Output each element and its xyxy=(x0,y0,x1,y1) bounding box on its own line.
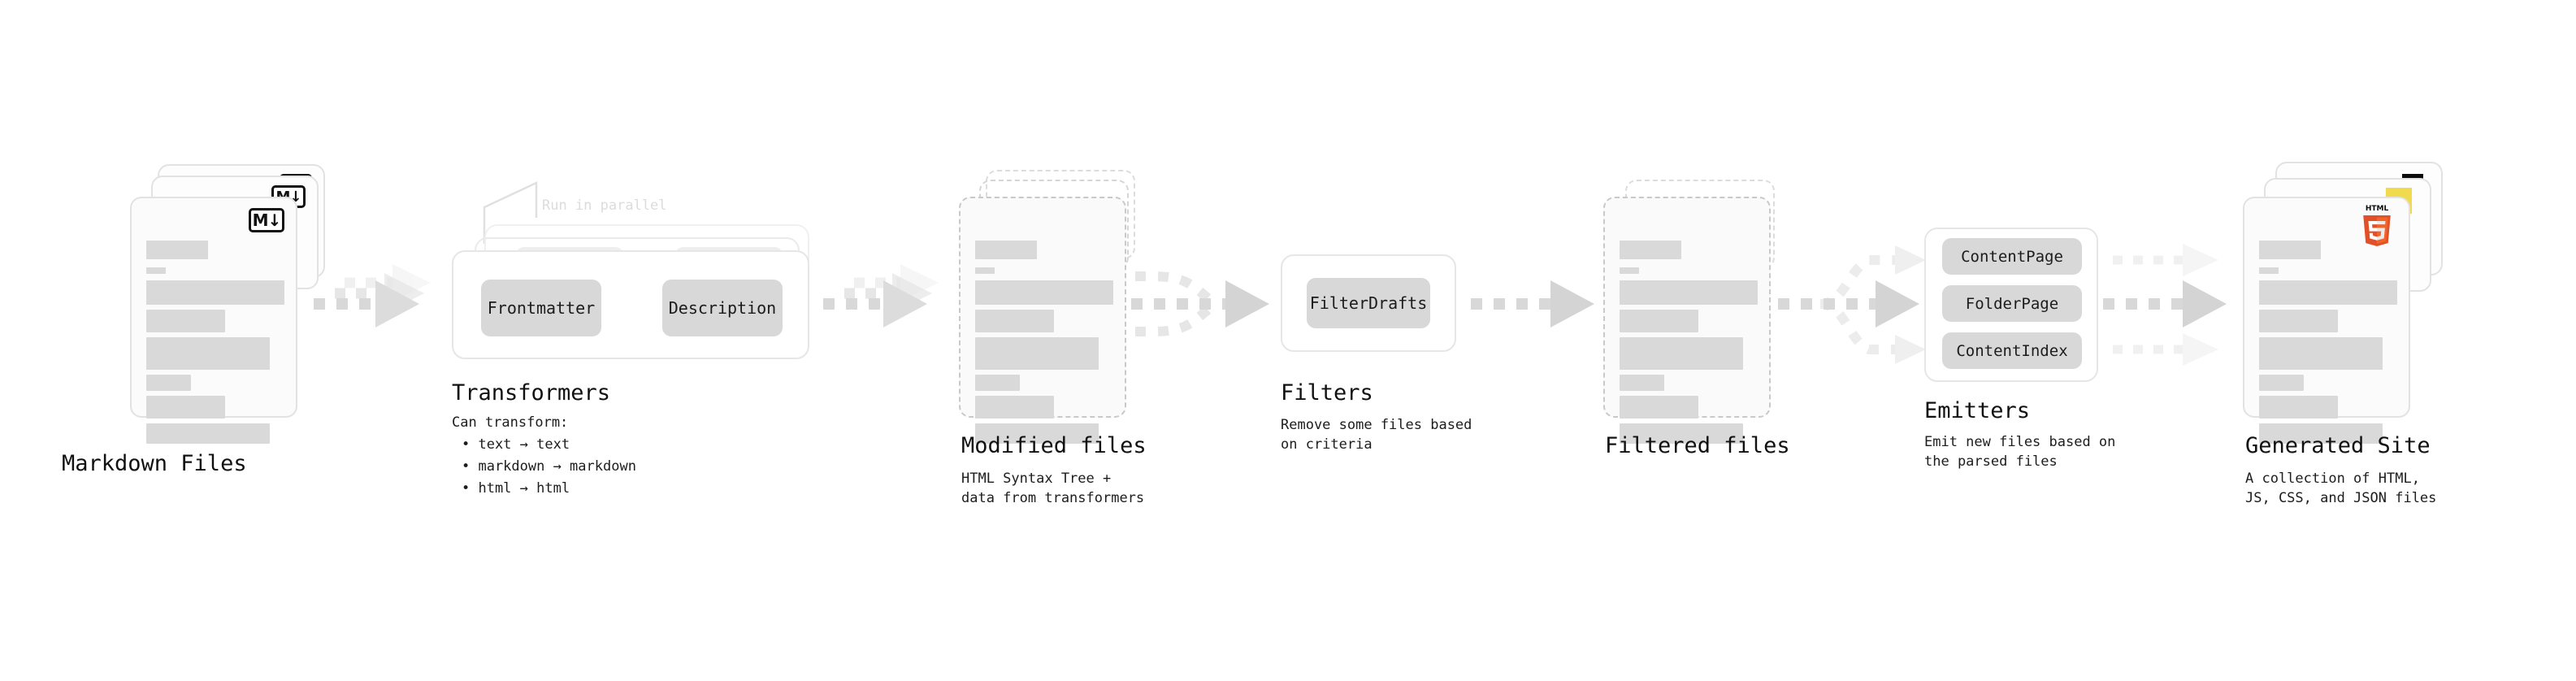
stage-heading-generated-site: Generated Site xyxy=(2245,433,2431,458)
file-line xyxy=(975,375,1020,391)
modified-file-card-front xyxy=(959,197,1126,444)
file-line xyxy=(146,423,270,444)
modified-files-description: HTML Syntax Tree + data from transformer… xyxy=(961,471,1145,506)
markdown-file-card-front: M↓ xyxy=(130,197,297,444)
filters-description: Remove some files based on criteria xyxy=(1281,417,1472,453)
file-line xyxy=(975,423,1099,444)
transformers-bullet-2: • html → html xyxy=(462,480,570,497)
stage-heading-filtered-files: Filtered files xyxy=(1605,433,1790,458)
file-line xyxy=(975,267,995,274)
emitter-chip-contentpage[interactable]: ContentPage xyxy=(1942,238,2082,275)
file-line xyxy=(2259,396,2338,419)
stage-heading-transformers: Transformers xyxy=(452,380,611,406)
site-file-card-html: HTML xyxy=(2243,197,2410,444)
file-line xyxy=(146,310,225,332)
file-line xyxy=(1620,267,1639,274)
file-line xyxy=(2259,337,2383,370)
file-line xyxy=(2259,267,2279,274)
connector-filtered-to-emitters xyxy=(1778,245,1926,364)
generated-site-description: A collection of HTML, JS, CSS, and JSON … xyxy=(2245,471,2437,506)
file-line xyxy=(146,375,191,391)
stage-heading-filters: Filters xyxy=(1281,380,1373,406)
connector-emitters-to-site xyxy=(2103,244,2227,366)
file-line xyxy=(975,280,1113,305)
emitter-chip-contentindex[interactable]: ContentIndex xyxy=(1942,332,2082,369)
file-line xyxy=(146,267,166,274)
file-line xyxy=(1620,375,1664,391)
file-line xyxy=(1620,423,1743,444)
file-line xyxy=(146,241,208,259)
file-line xyxy=(1620,310,1698,332)
emitters-description: Emit new files based on the parsed files xyxy=(1924,434,2116,470)
html5-icon: HTML xyxy=(2358,205,2396,247)
file-line xyxy=(2259,375,2304,391)
file-line xyxy=(146,280,284,305)
stage-heading-emitters: Emitters xyxy=(1924,398,2031,423)
transformers-description-title: Can transform: xyxy=(452,414,569,431)
stage-heading-modified-files: Modified files xyxy=(961,433,1147,458)
connector-transformers-to-modified xyxy=(823,264,939,327)
file-line xyxy=(146,396,225,419)
file-line xyxy=(146,337,270,370)
file-line xyxy=(2259,241,2321,259)
transformers-bullet-1: • markdown → markdown xyxy=(462,458,636,475)
file-line xyxy=(2259,423,2383,444)
emitter-chip-folderpage[interactable]: FolderPage xyxy=(1942,285,2082,322)
file-line xyxy=(975,310,1054,332)
transformer-chip-frontmatter[interactable]: Frontmatter xyxy=(481,280,601,336)
filter-chip-filterdrafts[interactable]: FilterDrafts xyxy=(1307,278,1430,328)
file-line xyxy=(975,396,1054,419)
connector-filters-to-filtered xyxy=(1471,280,1594,327)
transformers-bullet-0: • text → text xyxy=(462,436,570,453)
file-line xyxy=(975,241,1037,259)
file-line xyxy=(1620,280,1758,305)
connector-modified-to-filters xyxy=(1131,271,1269,336)
file-line xyxy=(1620,396,1698,419)
file-line xyxy=(1620,337,1743,370)
transformer-chip-description[interactable]: Description xyxy=(662,280,783,336)
file-line xyxy=(2259,280,2397,305)
filtered-file-card-front xyxy=(1603,197,1771,444)
run-in-parallel-note: Run in parallel xyxy=(542,197,667,214)
markdown-icon: M↓ xyxy=(249,208,284,232)
connector-markdown-to-transformers xyxy=(314,264,431,327)
file-line xyxy=(1620,241,1681,259)
stage-heading-markdown-files: Markdown Files xyxy=(62,451,247,476)
file-line xyxy=(975,337,1099,370)
file-line xyxy=(2259,310,2338,332)
